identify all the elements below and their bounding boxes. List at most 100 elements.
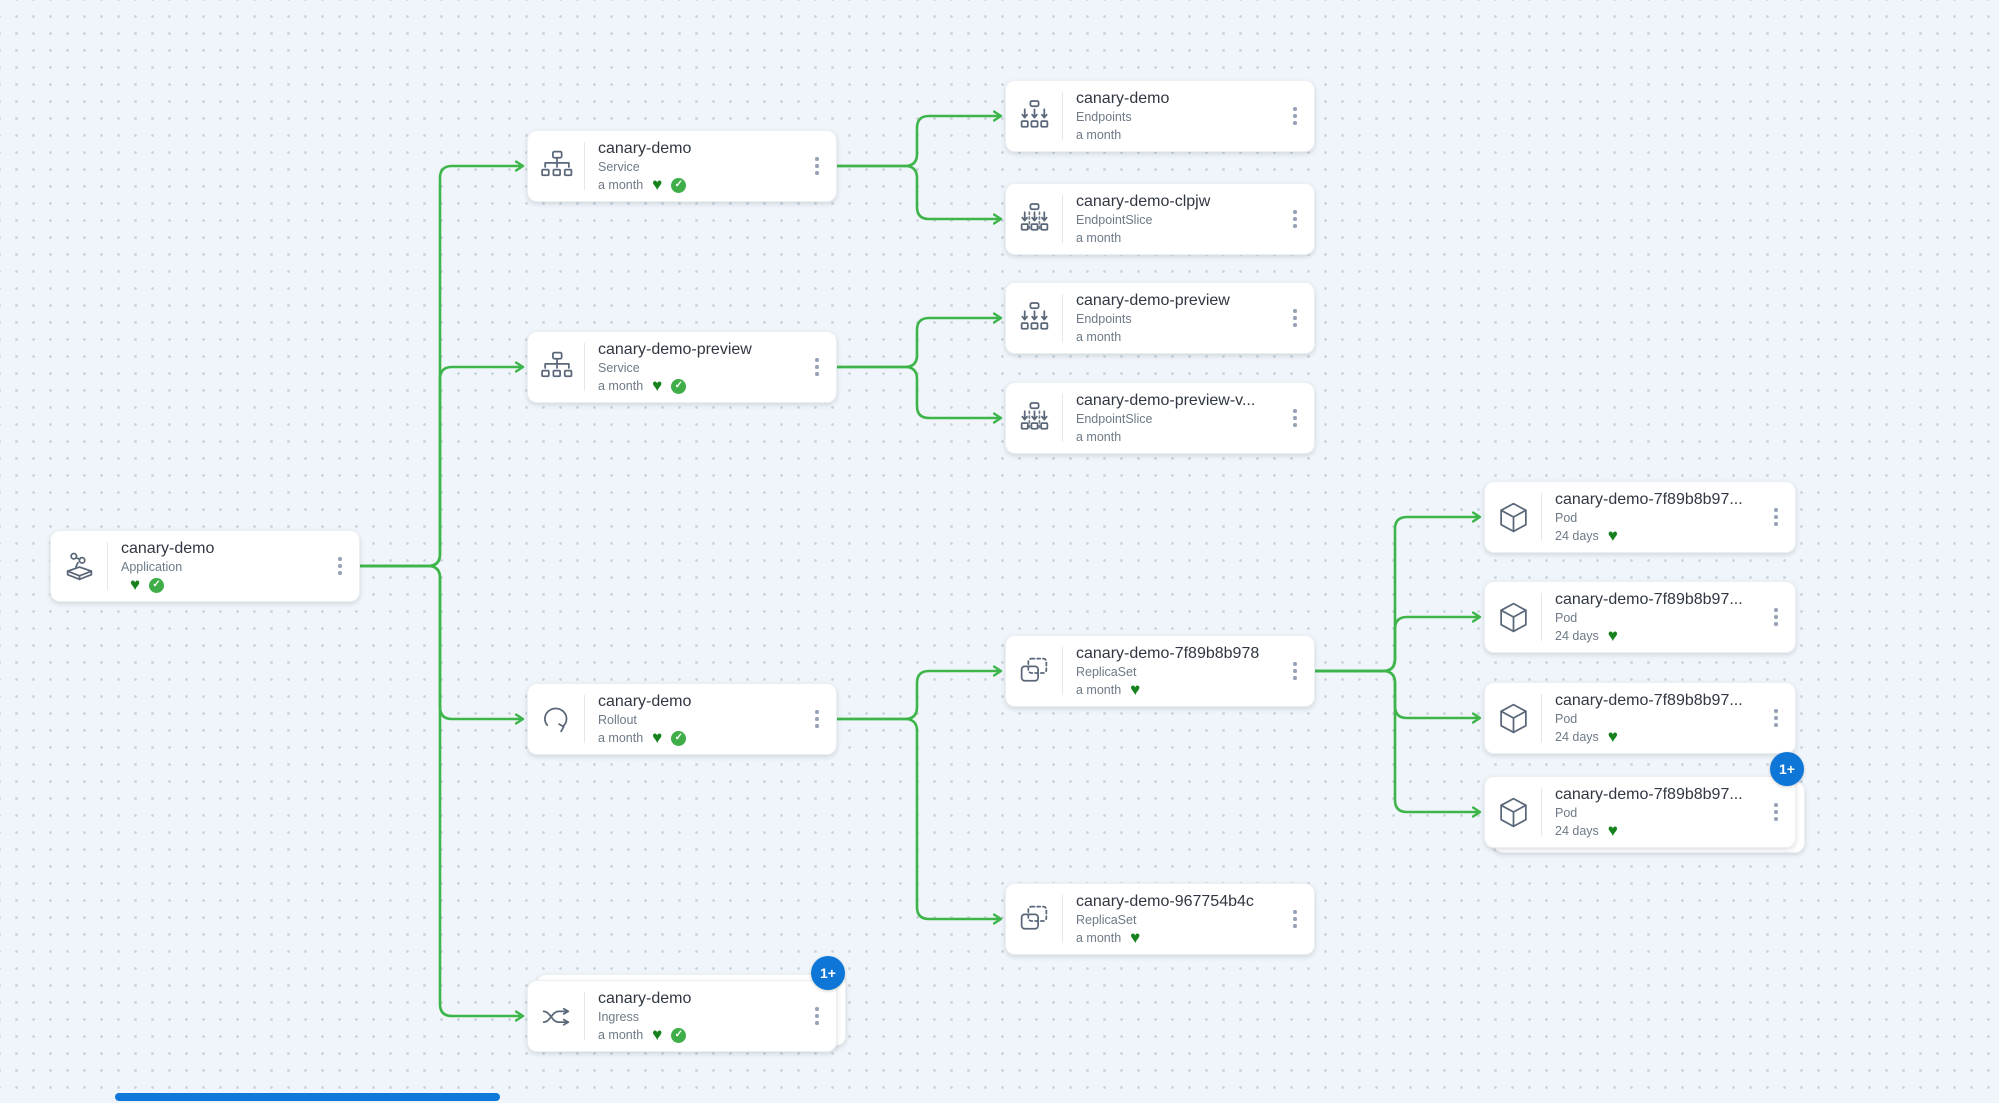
- resource-name: canary-demo: [598, 990, 692, 1007]
- resource-node-application[interactable]: canary-demo Application ♥ ✓: [50, 530, 360, 602]
- resource-node-pod[interactable]: canary-demo-7f89b8b97... Pod 24 days ♥: [1484, 581, 1796, 653]
- resource-card[interactable]: canary-demo-preview Endpoints a month: [1005, 282, 1315, 354]
- health-heart-icon: ♥: [652, 1025, 663, 1043]
- card-divider: [1541, 493, 1542, 541]
- card-divider: [1062, 895, 1063, 943]
- resource-card[interactable]: canary-demo Ingress a month ♥ ✓: [527, 980, 837, 1052]
- resource-node-service[interactable]: canary-demo-preview Service a month ♥ ✓: [527, 331, 837, 403]
- resource-name: canary-demo-7f89b8b978: [1076, 645, 1260, 662]
- resource-card[interactable]: canary-demo-preview-v... EndpointSlice a…: [1005, 382, 1315, 454]
- node-menu-button[interactable]: [808, 152, 826, 180]
- resource-card[interactable]: canary-demo-clpjw EndpointSlice a month: [1005, 183, 1315, 255]
- health-heart-icon: ♥: [1607, 526, 1618, 544]
- resource-name: canary-demo: [121, 540, 215, 557]
- node-menu-button[interactable]: [331, 552, 349, 580]
- resource-age: a month: [1076, 683, 1122, 697]
- sync-ok-icon: ✓: [671, 1027, 687, 1043]
- resource-name: canary-demo-7f89b8b97...: [1555, 786, 1743, 803]
- edge-connector: [837, 365, 1001, 418]
- resource-node-replicaset[interactable]: canary-demo-7f89b8b978 ReplicaSet a mont…: [1005, 635, 1315, 707]
- resource-kind: EndpointSlice: [1076, 213, 1153, 227]
- edge-connector: [837, 318, 1001, 369]
- resource-age: 24 days: [1555, 824, 1599, 838]
- sync-ok-icon: ✓: [149, 577, 165, 593]
- resource-card[interactable]: canary-demo-7f89b8b97... Pod 24 days ♥: [1484, 776, 1796, 848]
- node-menu-button[interactable]: [1286, 404, 1304, 432]
- resource-kind: Endpoints: [1076, 110, 1132, 124]
- resource-name: canary-demo-preview: [1076, 292, 1230, 309]
- resource-card[interactable]: canary-demo-7f89b8b978 ReplicaSet a mont…: [1005, 635, 1315, 707]
- resource-name: canary-demo-7f89b8b97...: [1555, 491, 1743, 508]
- node-menu-button[interactable]: [1767, 798, 1785, 826]
- resource-card[interactable]: canary-demo-7f89b8b97... Pod 24 days ♥: [1484, 481, 1796, 553]
- pod-icon: [1499, 602, 1527, 632]
- edge-connector: [360, 367, 523, 568]
- resource-node-endpointslice[interactable]: canary-demo-clpjw EndpointSlice a month: [1005, 183, 1315, 255]
- resource-card[interactable]: canary-demo Rollout a month ♥ ✓: [527, 683, 837, 755]
- card-divider: [107, 542, 108, 590]
- sync-ok-icon: ✓: [671, 378, 687, 394]
- resource-card[interactable]: canary-demo Endpoints a month: [1005, 80, 1315, 152]
- replicaset-icon: [1020, 657, 1047, 682]
- resource-node-endpoints[interactable]: canary-demo Endpoints a month: [1005, 80, 1315, 152]
- resource-card[interactable]: canary-demo Application ♥ ✓: [50, 530, 360, 602]
- card-divider: [584, 992, 585, 1040]
- overflow-count-badge[interactable]: 1+: [1770, 752, 1804, 786]
- health-heart-icon: ♥: [652, 175, 663, 193]
- overflow-count-badge[interactable]: 1+: [811, 956, 845, 990]
- horizontal-scrollbar-thumb[interactable]: [115, 1093, 500, 1101]
- node-menu-button[interactable]: [1767, 603, 1785, 631]
- health-heart-icon: ♥: [1607, 727, 1618, 745]
- resource-age: a month: [1076, 931, 1122, 945]
- resource-node-rollout[interactable]: canary-demo Rollout a month ♥ ✓: [527, 683, 837, 755]
- node-menu-button[interactable]: [808, 705, 826, 733]
- node-menu-button[interactable]: [1286, 304, 1304, 332]
- node-menu-button[interactable]: [1286, 102, 1304, 130]
- edge-connector: [837, 164, 1001, 219]
- node-menu-button[interactable]: [1286, 905, 1304, 933]
- resource-node-pod[interactable]: canary-demo-7f89b8b97... Pod 24 days ♥ 1…: [1484, 752, 1805, 853]
- health-heart-icon: ♥: [652, 728, 663, 746]
- service-icon: [540, 351, 572, 377]
- resource-node-ingress[interactable]: canary-demo Ingress a month ♥ ✓ 1+: [527, 956, 846, 1052]
- health-heart-icon: ♥: [1607, 626, 1618, 644]
- resource-name: canary-demo-clpjw: [1076, 193, 1211, 210]
- card-divider: [1062, 92, 1063, 140]
- card-divider: [1062, 394, 1063, 442]
- resource-age: 24 days: [1555, 629, 1599, 643]
- edge-connector: [360, 564, 523, 1016]
- resource-node-replicaset[interactable]: canary-demo-967754b4c ReplicaSet a month…: [1005, 883, 1315, 955]
- edge-connector: [837, 717, 1001, 919]
- resource-node-endpoints[interactable]: canary-demo-preview Endpoints a month: [1005, 282, 1315, 354]
- node-menu-button[interactable]: [1286, 205, 1304, 233]
- resource-kind: Pod: [1555, 806, 1578, 820]
- edge-connector: [837, 116, 1001, 168]
- node-menu-button[interactable]: [1767, 503, 1785, 531]
- resource-card[interactable]: canary-demo-preview Service a month ♥ ✓: [527, 331, 837, 403]
- card-divider: [1062, 195, 1063, 243]
- endpointslice-icon: [1020, 202, 1048, 231]
- resource-node-service[interactable]: canary-demo Service a month ♥ ✓: [527, 130, 837, 202]
- resource-card[interactable]: canary-demo-7f89b8b97... Pod 24 days ♥: [1484, 581, 1796, 653]
- node-menu-button[interactable]: [808, 353, 826, 381]
- node-menu-button[interactable]: [1286, 657, 1304, 685]
- resource-age: a month: [598, 178, 644, 192]
- resource-node-endpointslice[interactable]: canary-demo-preview-v... EndpointSlice a…: [1005, 382, 1315, 454]
- edge-connector: [360, 564, 523, 719]
- resource-kind: ReplicaSet: [1076, 913, 1137, 927]
- resource-kind: Pod: [1555, 712, 1578, 726]
- resource-card[interactable]: canary-demo-967754b4c ReplicaSet a month…: [1005, 883, 1315, 955]
- health-heart-icon: ♥: [652, 376, 663, 394]
- ingress-icon: [542, 1007, 569, 1026]
- resource-name: canary-demo-7f89b8b97...: [1555, 591, 1743, 608]
- resource-card[interactable]: canary-demo-7f89b8b97... Pod 24 days ♥: [1484, 682, 1796, 754]
- edge-connector: [1315, 669, 1480, 718]
- endpoints-icon: [1020, 301, 1048, 330]
- resource-card[interactable]: canary-demo Service a month ♥ ✓: [527, 130, 837, 202]
- resource-node-pod[interactable]: canary-demo-7f89b8b97... Pod 24 days ♥: [1484, 682, 1796, 754]
- node-menu-button[interactable]: [808, 1002, 826, 1030]
- edge-connector: [360, 166, 523, 568]
- node-menu-button[interactable]: [1767, 704, 1785, 732]
- resource-node-pod[interactable]: canary-demo-7f89b8b97... Pod 24 days ♥: [1484, 481, 1796, 553]
